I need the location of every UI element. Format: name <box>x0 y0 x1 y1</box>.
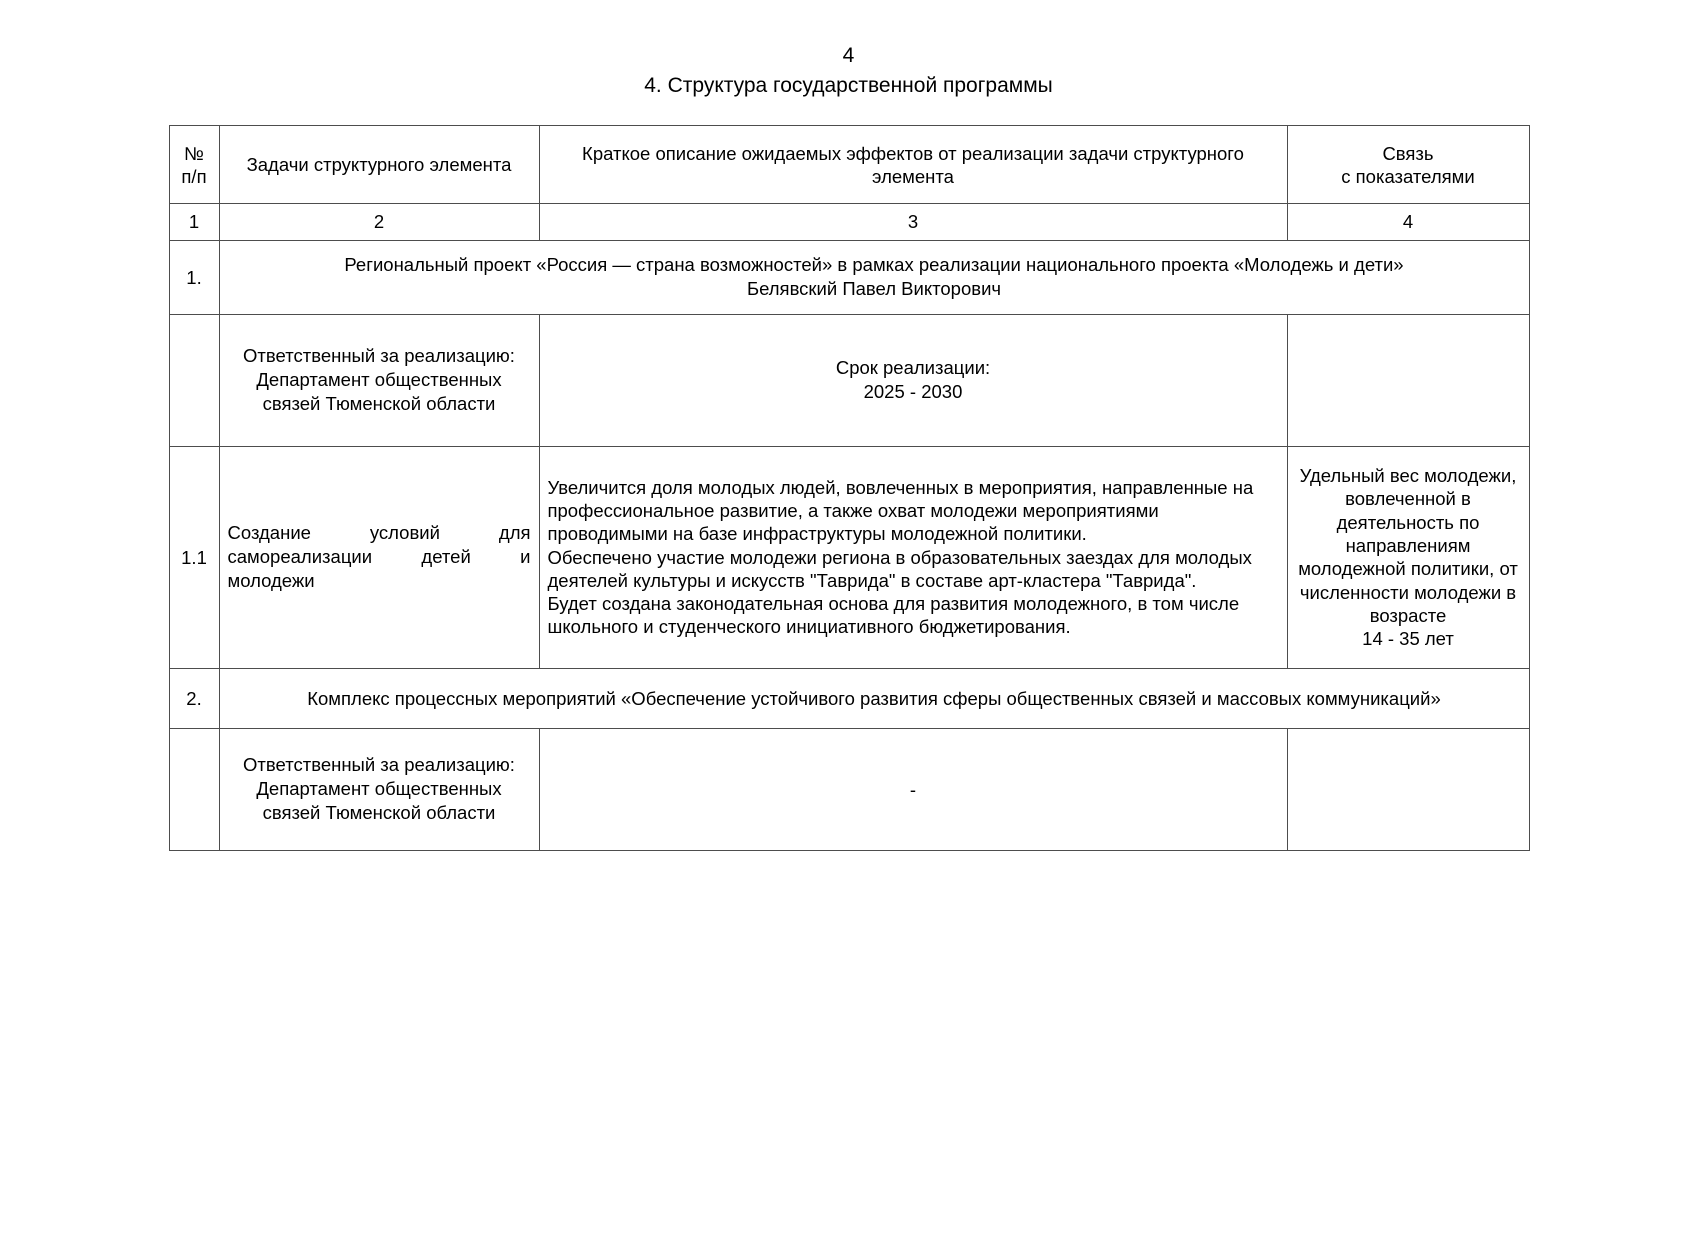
regional-project-owner: Белявский Павел Викторович <box>746 278 1002 300</box>
description-line-1: Увеличится доля молодых людей, вовлеченн… <box>547 476 1254 498</box>
table-row: 1. Региональный проект «Россия — страна … <box>168 239 1530 315</box>
row-number-empty-1 <box>168 313 220 447</box>
document-page: 4 4. Структура государственной программы… <box>0 44 1697 1244</box>
header-cell-number: № п/п <box>168 125 220 205</box>
link-line-3: деятельность по <box>1336 511 1480 533</box>
term-label: Срок реализации: <box>835 357 991 379</box>
description-line-6: Будет создана законодательная основа для… <box>547 593 1240 615</box>
header-number-line1: № <box>184 142 204 164</box>
link-line-2: вовлеченной в <box>1345 488 1471 510</box>
header-link-line1: Связь <box>1382 142 1434 164</box>
row-number-1-1: 1.1 <box>168 445 220 669</box>
row-number-2: 2. <box>168 667 220 729</box>
table-header-row: № п/п Задачи структурного элемента Кратк… <box>168 125 1530 205</box>
link-line-5: молодежной политики, от <box>1298 558 1518 580</box>
term-block-1: Срок реализации: 2025 - 2030 <box>548 356 1279 404</box>
row-number-1: 1. <box>168 239 220 315</box>
page-title: 4. Структура государственной программы <box>644 74 1053 98</box>
header-link-line2: с показателями <box>1341 165 1475 187</box>
description-line-2: профессиональное развитие, а также охват… <box>547 499 1159 521</box>
table-row: 1.1 Создание условий для самореализации … <box>168 445 1530 669</box>
term-value: 2025 - 2030 <box>863 381 963 403</box>
header-cell-task: Задачи структурного элемента <box>218 125 540 205</box>
responsible-dept-4: связей Тюменской области <box>262 802 496 824</box>
responsible-cell-2: Ответственный за реализацию: Департамент… <box>218 727 540 851</box>
link-cell-1-1: Удельный вес молодежи, вовлеченной в дея… <box>1286 445 1530 669</box>
responsible-label-2: Ответственный за реализацию: <box>243 754 515 776</box>
column-number-2: 2 <box>218 203 540 241</box>
responsible-label-1: Ответственный за реализацию: <box>243 345 515 367</box>
column-number-3: 3 <box>538 203 1288 241</box>
task-cell-1-1: Создание условий для самореализации дете… <box>218 445 540 669</box>
description-line-3: проводимыми на базе инфраструктуры молод… <box>547 523 1087 545</box>
link-line-4: направлениям <box>1345 534 1471 556</box>
regional-project-block: Региональный проект «Россия — страна воз… <box>228 253 1521 302</box>
description-cell-2: - <box>538 727 1288 851</box>
description-cell-1-1: Увеличится доля молодых людей, вовлеченн… <box>538 445 1288 669</box>
table-column-number-row: 1 2 3 4 <box>168 203 1530 241</box>
header-number-line2: п/п <box>181 165 207 187</box>
description-block-1-1: Увеличится доля молодых людей, вовлеченн… <box>548 476 1279 639</box>
column-number-4: 4 <box>1286 203 1530 241</box>
link-cell-empty-2 <box>1286 727 1530 851</box>
responsible-dept-2: связей Тюменской области <box>262 393 496 415</box>
link-block-1-1: Удельный вес молодежи, вовлеченной в дея… <box>1296 464 1521 650</box>
regional-project-title: Региональный проект «Россия — страна воз… <box>344 253 1404 275</box>
link-line-6: численности молодежи в <box>1299 581 1517 603</box>
structure-table: № п/п Задачи структурного элемента Кратк… <box>168 125 1530 851</box>
table-row: 2. Комплекс процессных мероприятий «Обес… <box>168 667 1530 729</box>
responsible-dept-1: Департамент общественных <box>256 369 502 391</box>
link-line-7: возрасте <box>1369 604 1447 626</box>
description-line-4: Обеспечено участие молодежи региона в об… <box>547 546 1252 568</box>
regional-project-cell: Региональный проект «Россия — страна воз… <box>218 239 1530 315</box>
table-row: Ответственный за реализацию: Департамент… <box>168 313 1530 447</box>
task-text-1-1: Создание условий для самореализации дете… <box>227 522 531 592</box>
process-complex-cell: Комплекс процессных мероприятий «Обеспеч… <box>218 667 1530 729</box>
structure-table-wrapper: № п/п Задачи структурного элемента Кратк… <box>168 125 1530 851</box>
row-number-empty-2 <box>168 727 220 851</box>
header-cell-description: Краткое описание ожидаемых эффектов от р… <box>538 125 1288 205</box>
description-line-5: деятелей культуры и искусств "Таврида" в… <box>547 569 1197 591</box>
link-line-8: 14 - 35 лет <box>1362 628 1454 650</box>
link-line-1: Удельный вес молодежи, <box>1299 465 1517 487</box>
link-cell-empty-1 <box>1286 313 1530 447</box>
responsible-block-1: Ответственный за реализацию: Департамент… <box>228 344 531 416</box>
column-number-1: 1 <box>168 203 220 241</box>
description-line-7: школьного и студенческого инициативного … <box>547 616 1071 638</box>
page-number: 4 <box>842 44 855 67</box>
term-cell-1: Срок реализации: 2025 - 2030 <box>538 313 1288 447</box>
responsible-dept-3: Департамент общественных <box>256 778 502 800</box>
responsible-cell-1: Ответственный за реализацию: Департамент… <box>218 313 540 447</box>
header-cell-link: Связь с показателями <box>1286 125 1530 205</box>
table-row: Ответственный за реализацию: Департамент… <box>168 727 1530 851</box>
responsible-block-2: Ответственный за реализацию: Департамент… <box>228 753 531 825</box>
